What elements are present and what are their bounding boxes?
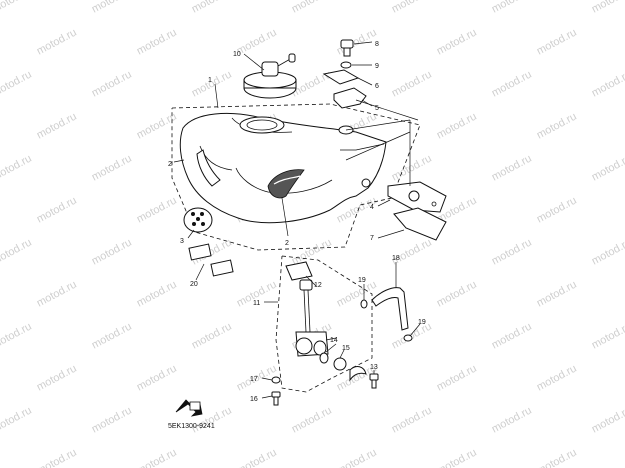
fuel-cock-11 [295, 279, 337, 357]
callout-14: 14 [330, 337, 338, 344]
hose-clip-19b [403, 334, 413, 342]
gasket-12 [285, 261, 313, 281]
front-arrow-icon [175, 399, 203, 417]
callout-13: 13 [370, 364, 378, 371]
fuel-cap [243, 53, 297, 99]
callout-1: 1 [208, 77, 212, 84]
callout-3: 3 [180, 238, 184, 245]
bolt-8 [340, 39, 354, 57]
callout-7: 7 [370, 235, 374, 242]
callout-11: 11 [253, 300, 260, 307]
callout-4: 4 [370, 204, 374, 211]
callout-12: 12 [314, 282, 322, 289]
callout-16: 16 [250, 396, 258, 403]
callout-2-bottom: 2 [285, 240, 289, 247]
fuel-cock-group-boundary [275, 255, 373, 393]
callout-6: 6 [375, 83, 379, 90]
tank-emblem [267, 169, 305, 199]
callout-19-top: 19 [358, 277, 366, 284]
callout-8: 8 [375, 41, 379, 48]
callout-5: 5 [375, 105, 379, 112]
damper-5 [333, 87, 367, 109]
diagram-code: 5EK1300-9241 [168, 423, 215, 430]
washer-17 [271, 376, 281, 384]
damper-6 [322, 69, 360, 85]
callout-18: 18 [392, 255, 400, 262]
leader-lines [173, 41, 421, 399]
label-20a [188, 243, 212, 261]
oring-14 [319, 352, 329, 364]
callout-10: 10 [233, 51, 241, 58]
label-20b [210, 259, 234, 277]
washer-9 [340, 61, 352, 69]
bracket-4 [387, 181, 447, 213]
oring-15 [333, 357, 347, 371]
callout-15: 15 [342, 345, 350, 352]
callout-9: 9 [375, 63, 379, 70]
callout-20: 20 [190, 281, 198, 288]
screw-16 [271, 391, 281, 406]
pad-7 [393, 207, 447, 241]
fuel-tank [179, 112, 387, 224]
clip [349, 366, 367, 382]
callout-2-left: 2 [168, 161, 172, 168]
fuel-hose-18 [371, 287, 409, 331]
hose-clip-19a [360, 299, 368, 309]
callout-17: 17 [250, 376, 258, 383]
tank-group-boundary [171, 103, 421, 251]
level-gauge-3 [183, 207, 213, 233]
screw-13 [369, 373, 379, 389]
callout-19-right: 19 [418, 319, 426, 326]
